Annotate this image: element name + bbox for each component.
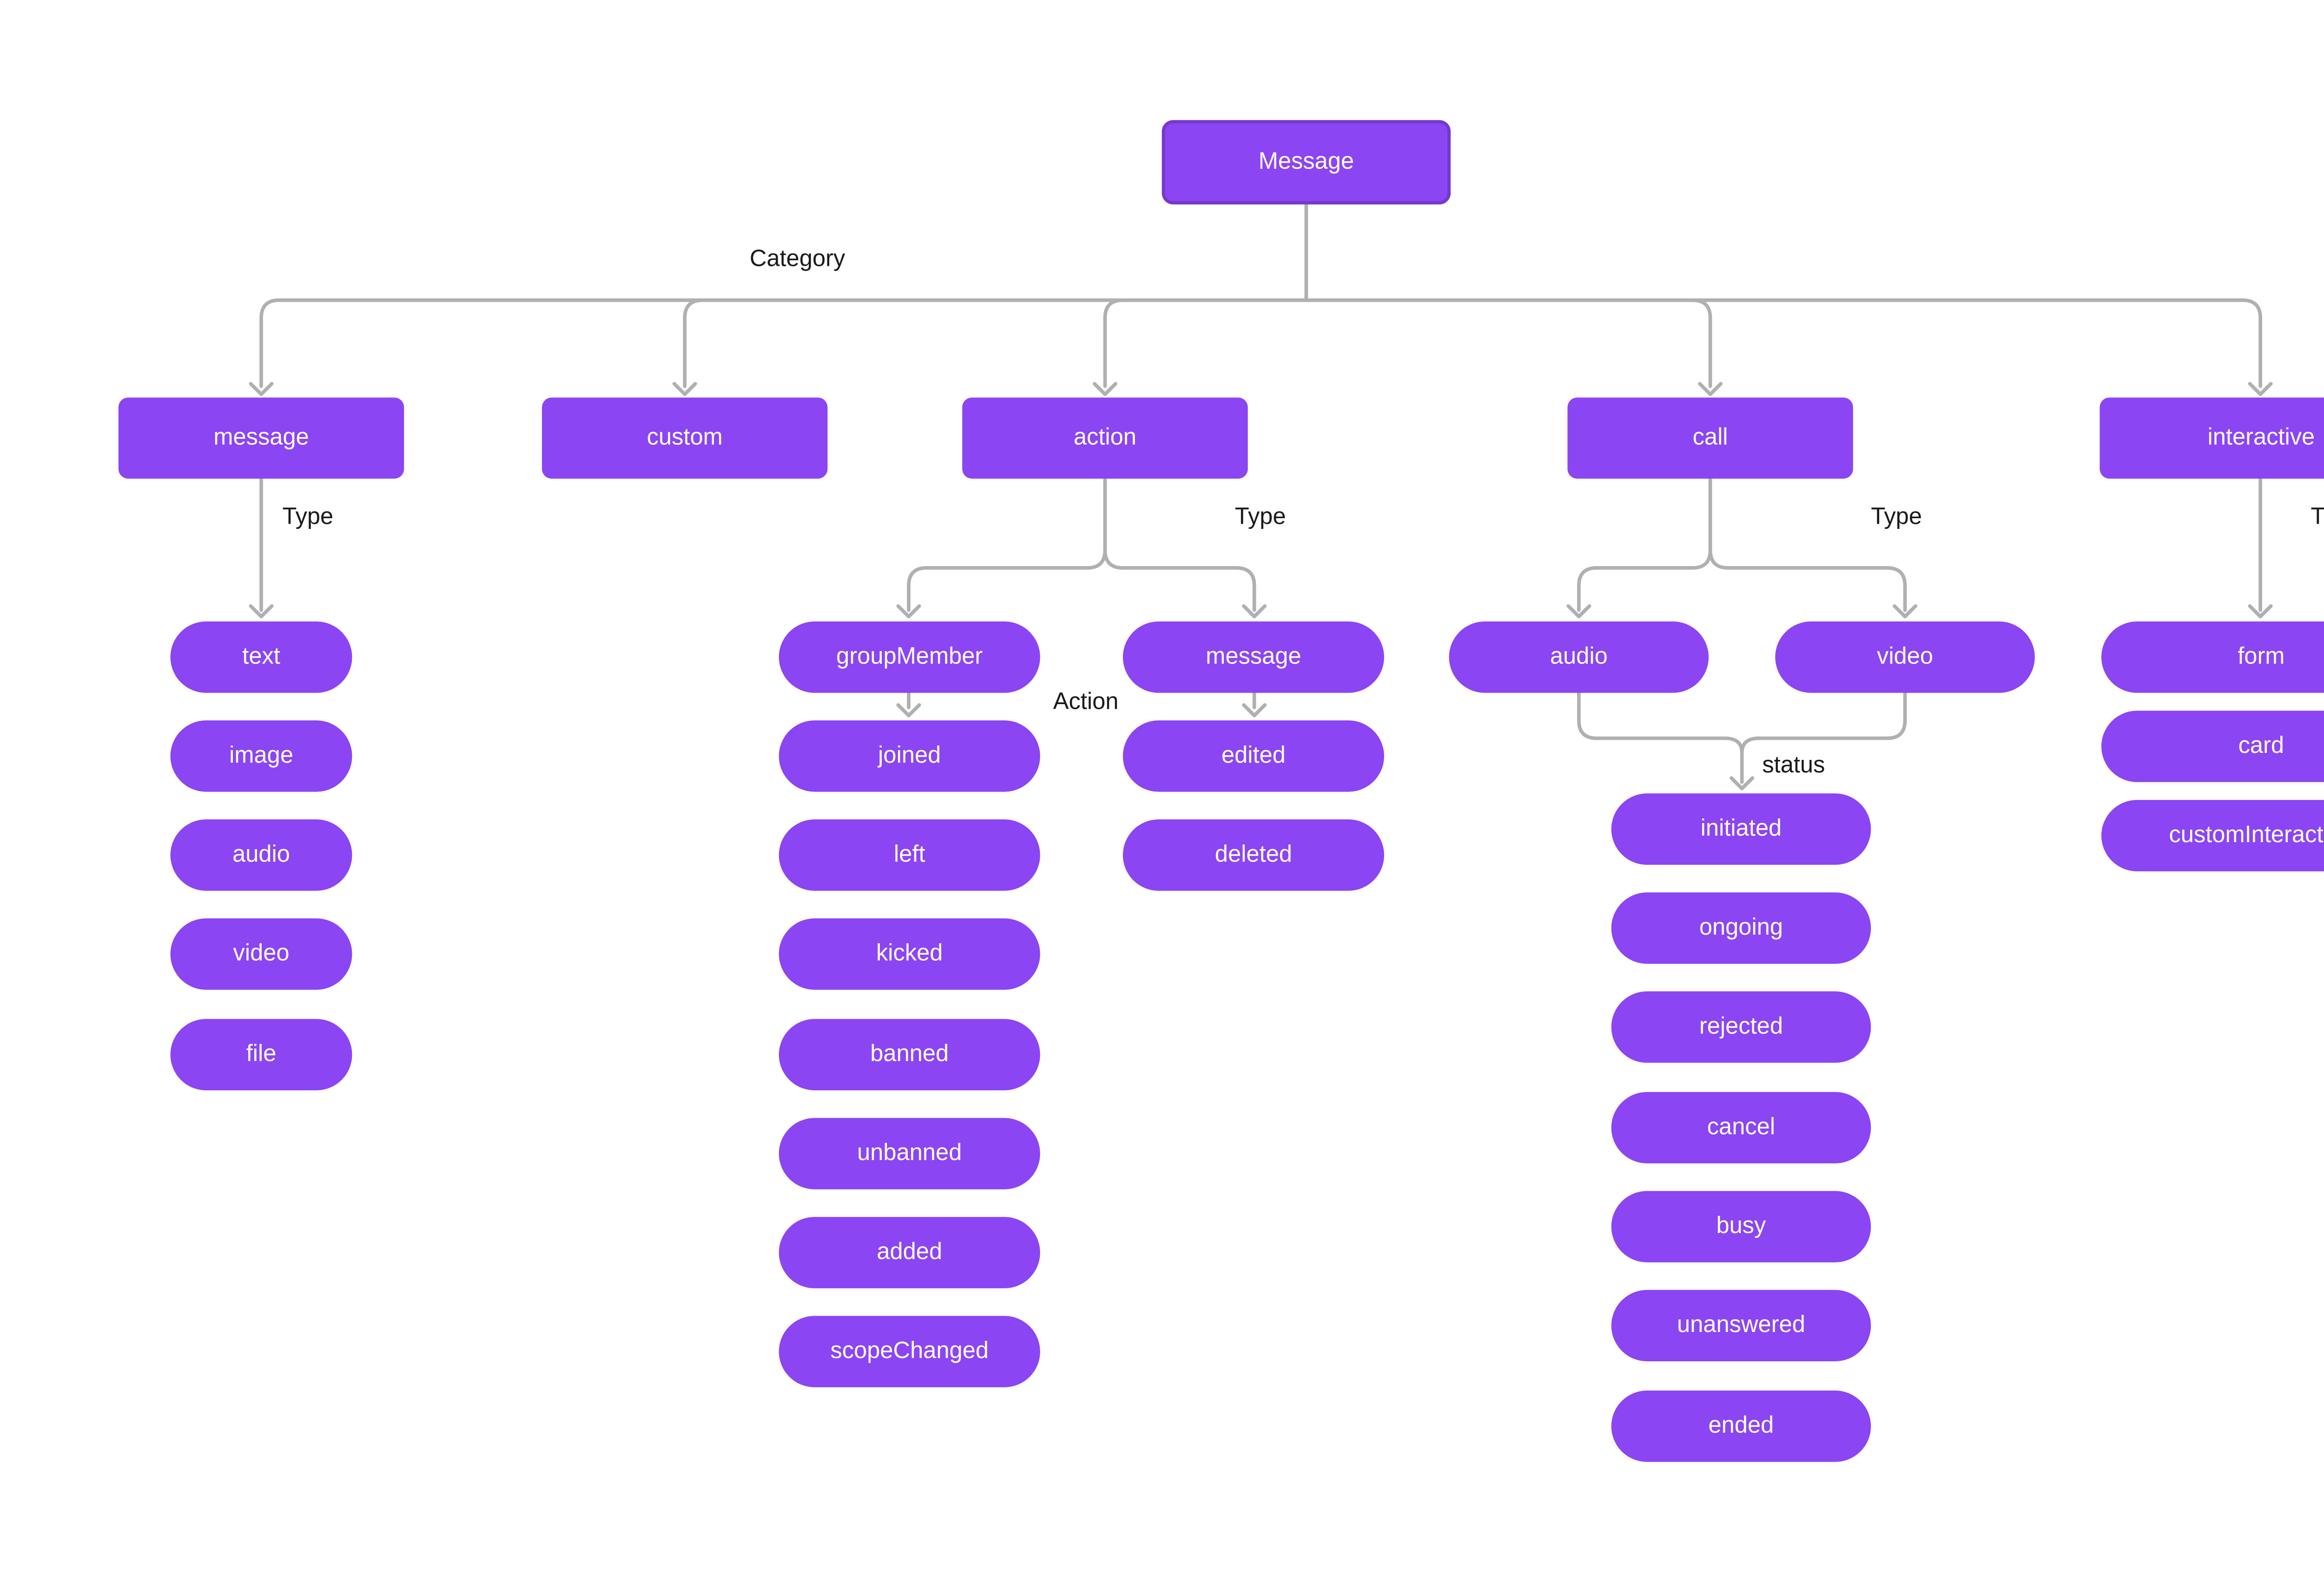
node-groupmember-kicked: kicked [779,918,1040,990]
node-call-status-unanswered: unanswered [1611,1290,1871,1362]
arrowhead-icon [1566,604,1591,619]
node-interactive-type-custominteractive: customInteractive [2101,800,2324,871]
arrowhead-icon [1730,776,1755,791]
node-category-action: action [962,397,1248,479]
node-actionmessage-deleted: deleted [1122,819,1384,891]
edge-category-bus [259,298,2262,388]
arrowhead-icon [2248,382,2273,396]
node-interactive-type-form: form [2101,621,2324,693]
node-groupmember-joined: joined [779,720,1040,792]
node-groupmember-added: added [779,1217,1040,1288]
node-call-status-ended: ended [1611,1390,1871,1462]
node-message-type-image: image [170,720,352,792]
node-root-message: Message [1162,120,1451,204]
edge-label-type-call: Type [1871,504,1922,531]
edge-action-left [907,477,1107,612]
node-message-type-text: text [170,621,352,693]
node-call-status-rejected: rejected [1611,991,1871,1063]
arrowhead-icon [672,382,697,396]
arrowhead-icon [249,604,274,619]
node-interactive-type-card: card [2101,711,2324,782]
edge-drop-call [1690,298,1712,388]
node-groupmember-scopechanged: scopeChanged [779,1316,1040,1387]
edge-label-type-action: Type [1235,504,1286,531]
arrowhead-icon [1698,382,1723,396]
node-groupmember-unbanned: unbanned [779,1118,1040,1189]
arrowhead-icon [2248,604,2273,619]
edge-label-type-message: Type [282,504,334,531]
node-call-status-initiated: initiated [1611,793,1871,865]
node-groupmember-left: left [779,819,1040,891]
edge-label-category: Category [749,246,845,273]
edge-call-right [1708,477,1907,612]
arrowhead-icon [1092,382,1117,396]
edge-merge-right [1740,691,1907,755]
edge-label-action: Action [1053,689,1119,716]
edge-label-type-interactive: Type [2311,504,2324,531]
arrowhead-icon [896,604,921,619]
arrowhead-icon [1242,703,1267,718]
node-call-status-busy: busy [1611,1191,1871,1263]
arrowhead-icon [1242,604,1267,619]
edge-action-right [1103,477,1256,612]
arrowhead-icon [249,382,274,396]
node-action-group-message: message [1122,621,1384,693]
edge-label-status: status [1762,752,1825,779]
edge-merge-left [1577,691,1744,755]
node-groupmember-banned: banned [779,1019,1040,1091]
node-category-call: call [1567,397,1853,479]
arrowhead-icon [1893,604,1918,619]
node-action-group-groupmember: groupMember [779,621,1040,693]
edge-drop-custom [683,298,705,388]
edge-drop-action [1103,298,1125,388]
node-category-custom: custom [542,397,828,479]
node-category-interactive: interactive [2100,397,2324,479]
node-call-mode-video: video [1775,621,2035,693]
node-category-message: message [118,397,404,479]
node-call-status-ongoing: ongoing [1611,892,1871,964]
arrowhead-icon [896,703,921,718]
node-message-type-video: video [170,918,352,990]
edge-call-left [1577,477,1712,612]
node-message-type-audio: audio [170,819,352,891]
node-call-mode-audio: audio [1449,621,1709,693]
node-call-status-cancel: cancel [1611,1092,1871,1164]
node-actionmessage-edited: edited [1122,720,1384,792]
node-message-type-file: file [170,1019,352,1091]
